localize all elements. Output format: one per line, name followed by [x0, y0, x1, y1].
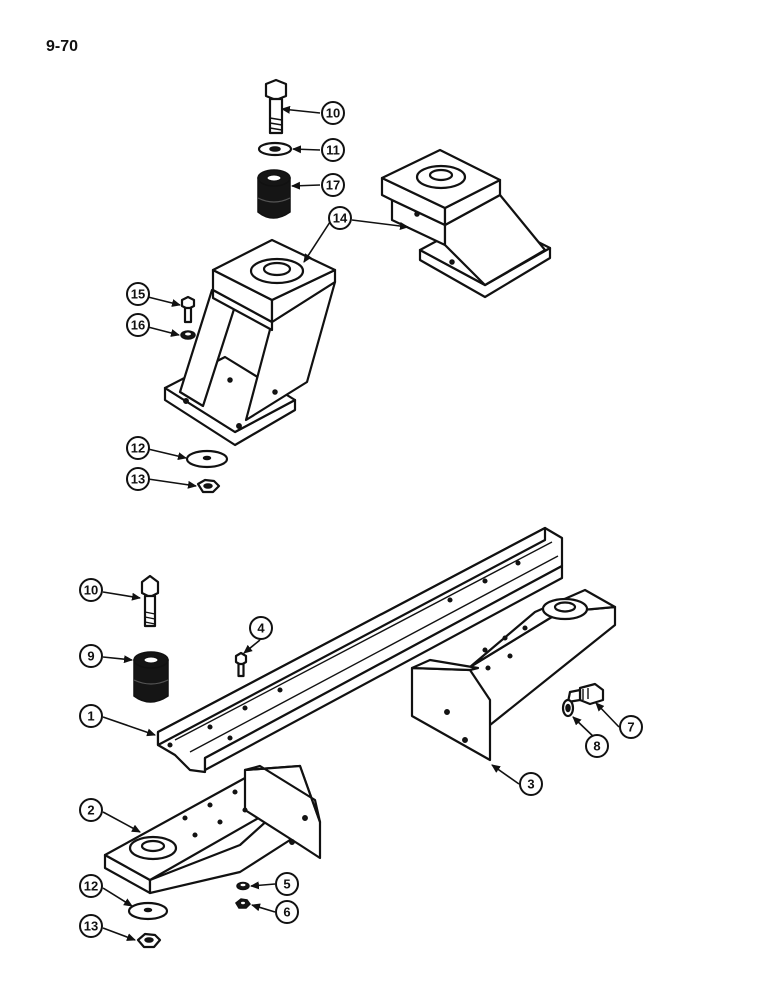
lock-washer-part-16: [180, 330, 196, 340]
mount-bracket-part-14-right: [380, 148, 552, 299]
washer-part-5: [236, 881, 250, 891]
flat-washer-part-12-top: [185, 449, 229, 469]
svg-text:8: 8: [593, 739, 600, 754]
washer-part-11: [257, 141, 293, 157]
mount-bracket-part-14-left: [163, 238, 337, 447]
svg-text:1: 1: [87, 709, 94, 724]
rubber-isolator-part-9: [133, 651, 169, 703]
flat-washer-part-12-bottom: [127, 901, 169, 921]
svg-text:16: 16: [131, 318, 145, 333]
svg-text:11: 11: [326, 143, 340, 158]
callout-16: 16: [126, 313, 150, 337]
svg-text:5: 5: [283, 877, 290, 892]
callout-15: 15: [126, 282, 150, 306]
svg-text:13: 13: [131, 472, 145, 487]
svg-text:4: 4: [257, 621, 265, 636]
callout-17: 17: [321, 173, 345, 197]
svg-text:2: 2: [87, 803, 94, 818]
callout-5: 5: [275, 872, 299, 896]
callout-9: 9: [79, 644, 103, 668]
svg-text:13: 13: [84, 919, 98, 934]
lock-washer-part-8: [561, 698, 575, 718]
callout-12-bottom: 12: [79, 874, 103, 898]
callout-11: 11: [321, 138, 345, 162]
callout-1: 1: [79, 704, 103, 728]
page-number: 9-70: [46, 38, 79, 55]
bolt-part-10-top: [264, 78, 288, 135]
callout-12-top: 12: [126, 436, 150, 460]
callout-7: 7: [619, 715, 643, 739]
svg-text:12: 12: [84, 879, 98, 894]
callout-6: 6: [275, 900, 299, 924]
bolt-part-10-bottom: [140, 574, 160, 628]
callout-13-top: 13: [126, 467, 150, 491]
svg-text:10: 10: [326, 106, 340, 121]
support-bracket-part-3: [410, 588, 617, 762]
svg-text:6: 6: [283, 905, 290, 920]
leader-lines: [102, 105, 620, 941]
nut-part-13-bottom: [136, 932, 162, 949]
callout-8: 8: [585, 734, 609, 758]
svg-text:10: 10: [84, 583, 98, 598]
svg-text:14: 14: [333, 211, 348, 226]
callout-14: 14: [328, 206, 352, 230]
rubber-isolator-part-17: [257, 169, 291, 219]
callout-2: 2: [79, 798, 103, 822]
channel-rail-part-1: [156, 526, 564, 774]
nut-part-13-top: [196, 478, 221, 494]
bolt-part-4: [234, 651, 248, 678]
callout-10-bottom: 10: [79, 578, 103, 602]
svg-text:17: 17: [326, 178, 340, 193]
svg-text:3: 3: [527, 777, 534, 792]
callout-4: 4: [249, 616, 273, 640]
bolt-part-7: [566, 682, 605, 706]
svg-text:15: 15: [131, 287, 145, 302]
bolt-part-15: [180, 295, 196, 324]
support-bracket-part-2: [103, 764, 322, 895]
callout-10-top: 10: [321, 101, 345, 125]
nut-part-6: [235, 898, 251, 909]
callout-3: 3: [519, 772, 543, 796]
svg-text:9: 9: [87, 649, 94, 664]
svg-text:7: 7: [627, 720, 634, 735]
svg-text:12: 12: [131, 441, 145, 456]
callout-13-bottom: 13: [79, 914, 103, 938]
